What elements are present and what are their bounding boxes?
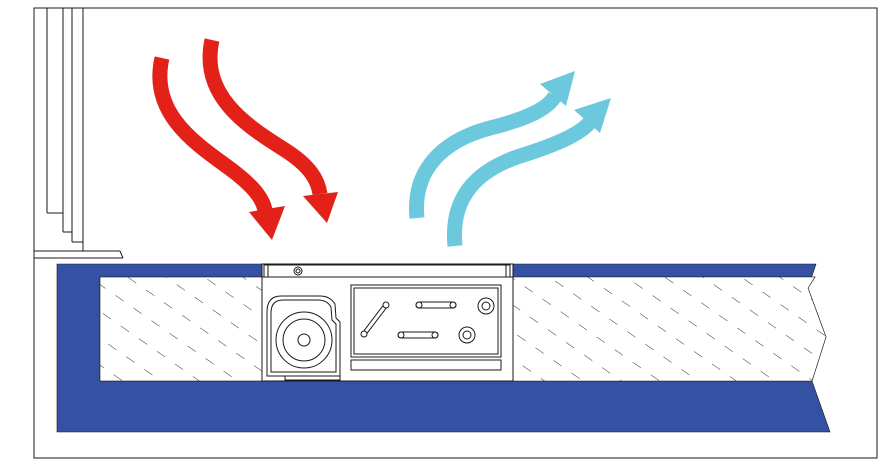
drawing-frame xyxy=(33,7,878,459)
warm-air-arrow-icon xyxy=(202,38,338,223)
fan-rotor-icon xyxy=(275,311,333,369)
insulation-right xyxy=(512,276,827,382)
resistor-top-icon xyxy=(415,301,457,309)
cool-air-arrow-icon xyxy=(446,98,611,247)
terminal-bottom-icon xyxy=(458,326,476,344)
grille-cover xyxy=(263,264,511,278)
warm-air-arrows xyxy=(152,38,338,240)
cool-air-arrows xyxy=(409,71,611,247)
trench-housing xyxy=(261,263,514,382)
tangential-fan xyxy=(266,295,341,381)
resistor-bottom-icon xyxy=(397,331,439,339)
insulation-left xyxy=(99,276,263,382)
diode-component-icon xyxy=(360,301,390,338)
warm-air-arrow-icon xyxy=(152,56,285,240)
terminal-top-icon xyxy=(477,297,495,315)
grille-screw-icon xyxy=(293,266,303,276)
control-box xyxy=(350,284,502,371)
cool-air-arrow-icon xyxy=(409,71,575,219)
wall-profile xyxy=(34,8,124,259)
